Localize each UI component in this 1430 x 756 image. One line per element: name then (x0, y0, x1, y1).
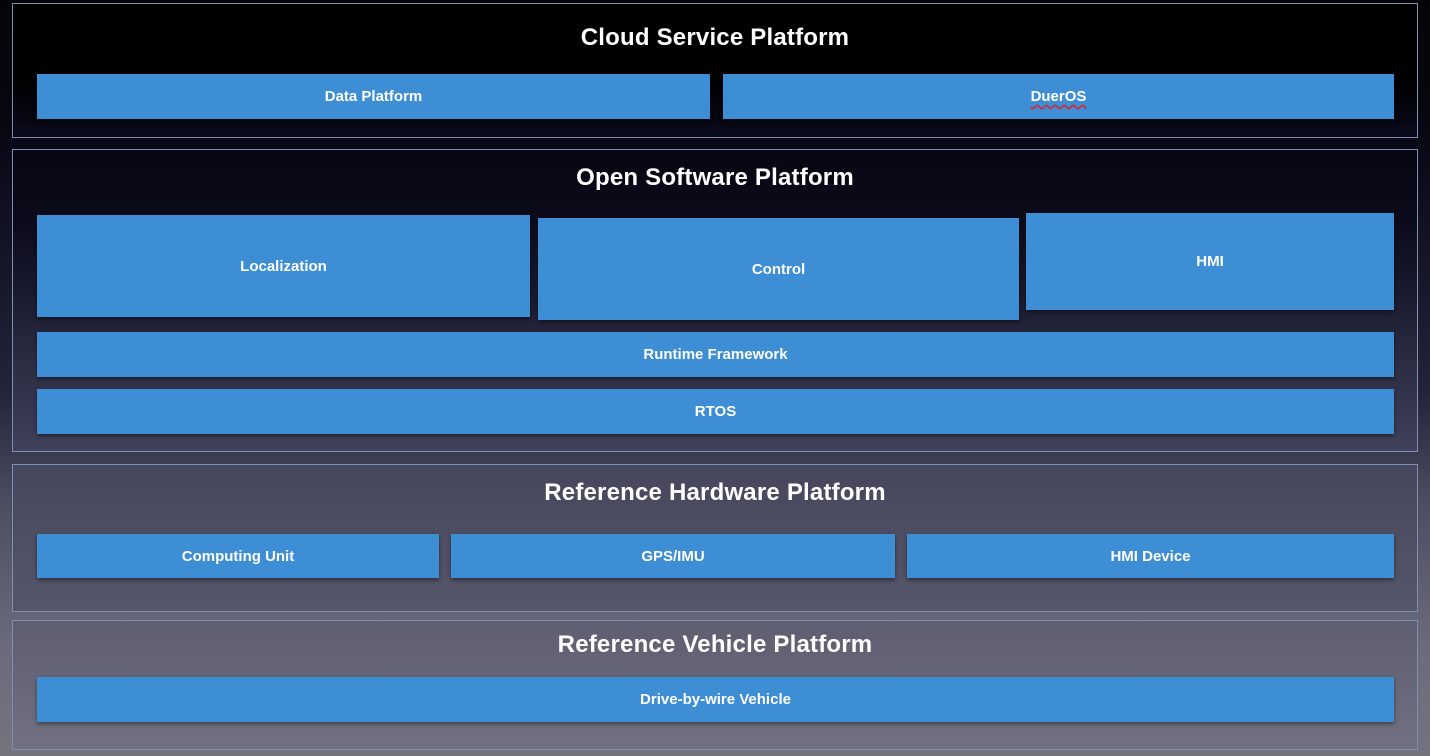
module-label-hmi-device: HMI Device (1110, 547, 1191, 565)
module-data-platform[interactable]: Data Platform (37, 74, 710, 119)
module-rtos[interactable]: RTOS (37, 389, 1394, 434)
layer-title-open-software-platform: Open Software Platform (576, 164, 854, 191)
layer-reference-hardware-platform: Reference Hardware Platform Computing Un… (12, 464, 1418, 612)
module-control[interactable]: Control (538, 218, 1019, 320)
module-label-localization: Localization (240, 257, 327, 275)
layer-cloud-service-platform: Cloud Service Platform Data Platform Due… (12, 3, 1418, 138)
module-gps-imu[interactable]: GPS/IMU (451, 534, 895, 578)
module-label-control: Control (751, 260, 806, 278)
module-label-runtime-framework: Runtime Framework (643, 346, 788, 363)
module-computing-unit[interactable]: Computing Unit (37, 534, 439, 578)
module-runtime-framework[interactable]: Runtime Framework (37, 332, 1394, 377)
layer-open-software-platform: Open Software Platform Localization Cont… (12, 149, 1418, 452)
module-label-rtos: RTOS (694, 403, 737, 420)
layer-title-reference-vehicle-platform: Reference Vehicle Platform (557, 631, 873, 658)
layer-title-cloud-service-platform: Cloud Service Platform (580, 24, 850, 51)
module-localization[interactable]: Localization (37, 215, 530, 317)
module-label-dueros: DuerOS (1030, 88, 1087, 105)
module-hmi[interactable]: HMI (1026, 213, 1394, 310)
module-label-hmi: HMI (1196, 253, 1224, 270)
module-label-drive-by-wire-vehicle: Drive-by-wire Vehicle (640, 691, 791, 708)
module-label-computing-unit: Computing Unit (181, 547, 295, 565)
layer-reference-vehicle-platform: Reference Vehicle Platform Drive-by-wire… (12, 620, 1418, 750)
module-hmi-device[interactable]: HMI Device (907, 534, 1394, 578)
module-drive-by-wire-vehicle[interactable]: Drive-by-wire Vehicle (37, 677, 1394, 722)
module-label-gps-imu: GPS/IMU (641, 547, 705, 565)
layer-title-reference-hardware-platform: Reference Hardware Platform (544, 479, 886, 506)
module-label-data-platform: Data Platform (324, 88, 423, 105)
module-dueros[interactable]: DuerOS (723, 74, 1394, 119)
